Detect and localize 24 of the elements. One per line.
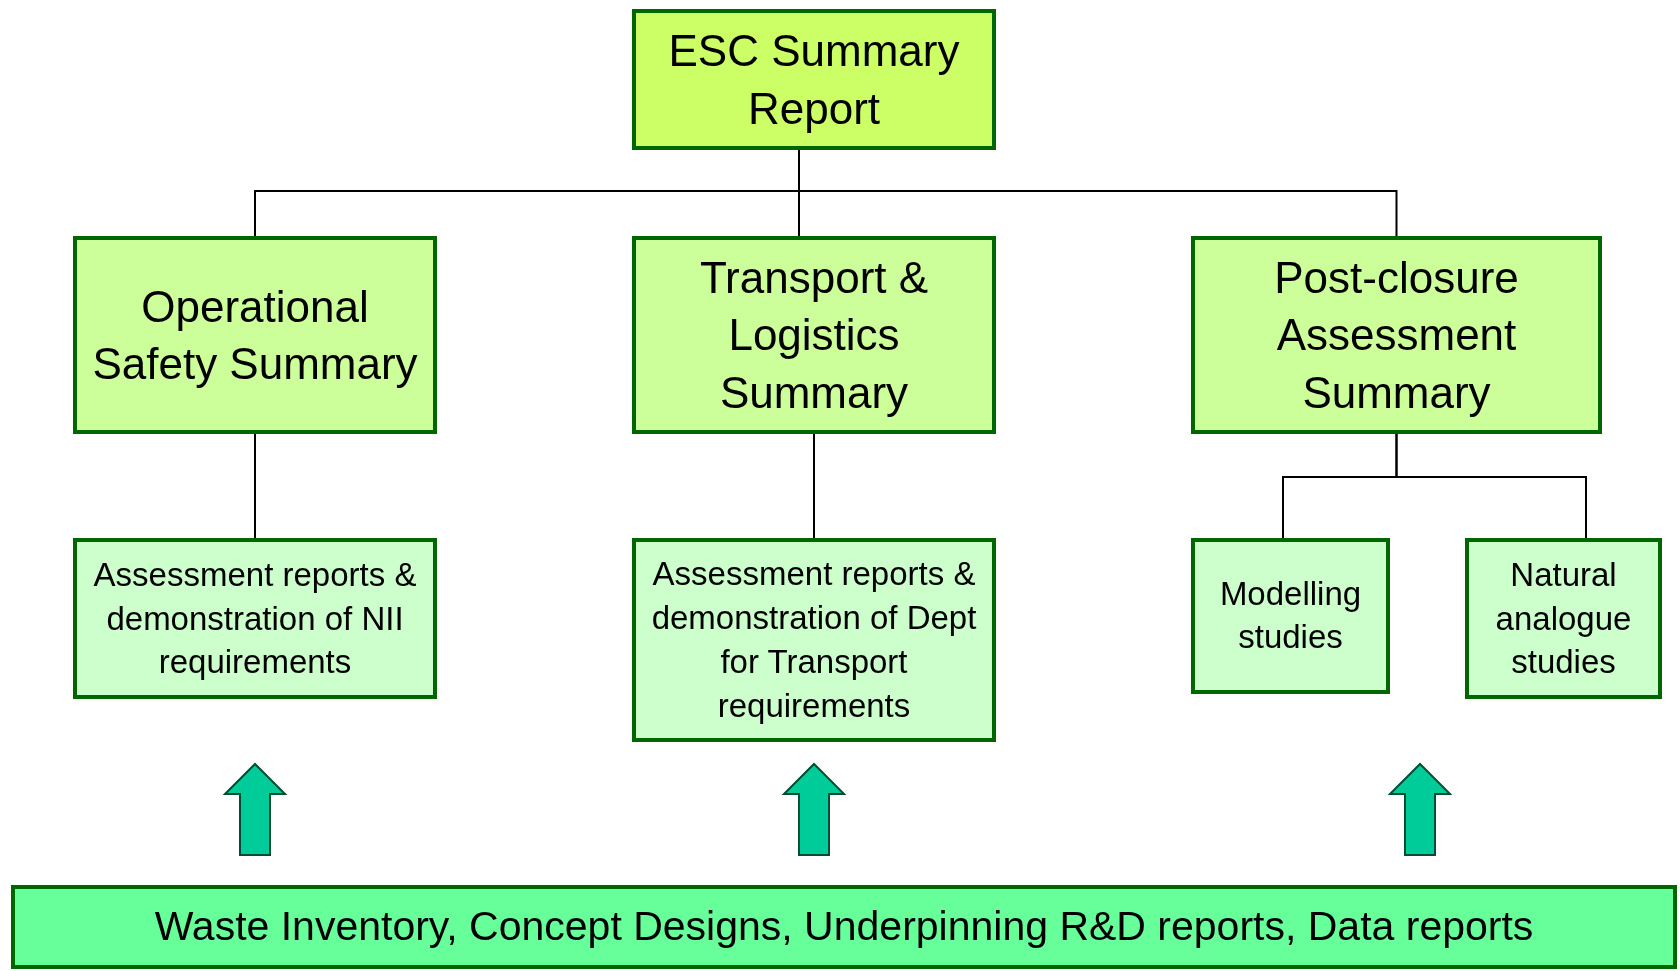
box-label: Natural analogue studies — [1494, 554, 1633, 683]
document-box — [1191, 538, 1390, 694]
box-label: Operational Safety Summary — [91, 280, 419, 390]
input-band — [11, 885, 1677, 969]
box-label: Waste Inventory, Concept Designs, Underpinning R&D reports, Data reports — [154, 902, 1534, 952]
block-arrow — [222, 762, 288, 856]
box-label: ESC Summary Report — [667, 25, 961, 135]
box-label: Assessment reports & demonstration of NII requirements — [92, 554, 418, 683]
document-box — [632, 9, 996, 150]
block-arrow — [1387, 762, 1453, 856]
document-box — [632, 538, 996, 742]
document-box — [1191, 236, 1602, 434]
document-box — [632, 236, 996, 434]
document-box — [73, 538, 437, 699]
box-label: Modelling studies — [1218, 574, 1363, 657]
box-label: Transport & Logistics Summary — [698, 252, 930, 419]
connector-line — [1395, 433, 1587, 539]
block-arrow — [781, 762, 847, 856]
connector-line — [254, 433, 256, 539]
document-box — [73, 236, 437, 434]
document-box — [1465, 538, 1662, 699]
box-label: Post-closure Assessment Summary — [1273, 252, 1520, 419]
connector-line — [813, 433, 815, 539]
box-label: Assessment reports & demonstration of Dept for Transport requirements — [650, 554, 978, 726]
